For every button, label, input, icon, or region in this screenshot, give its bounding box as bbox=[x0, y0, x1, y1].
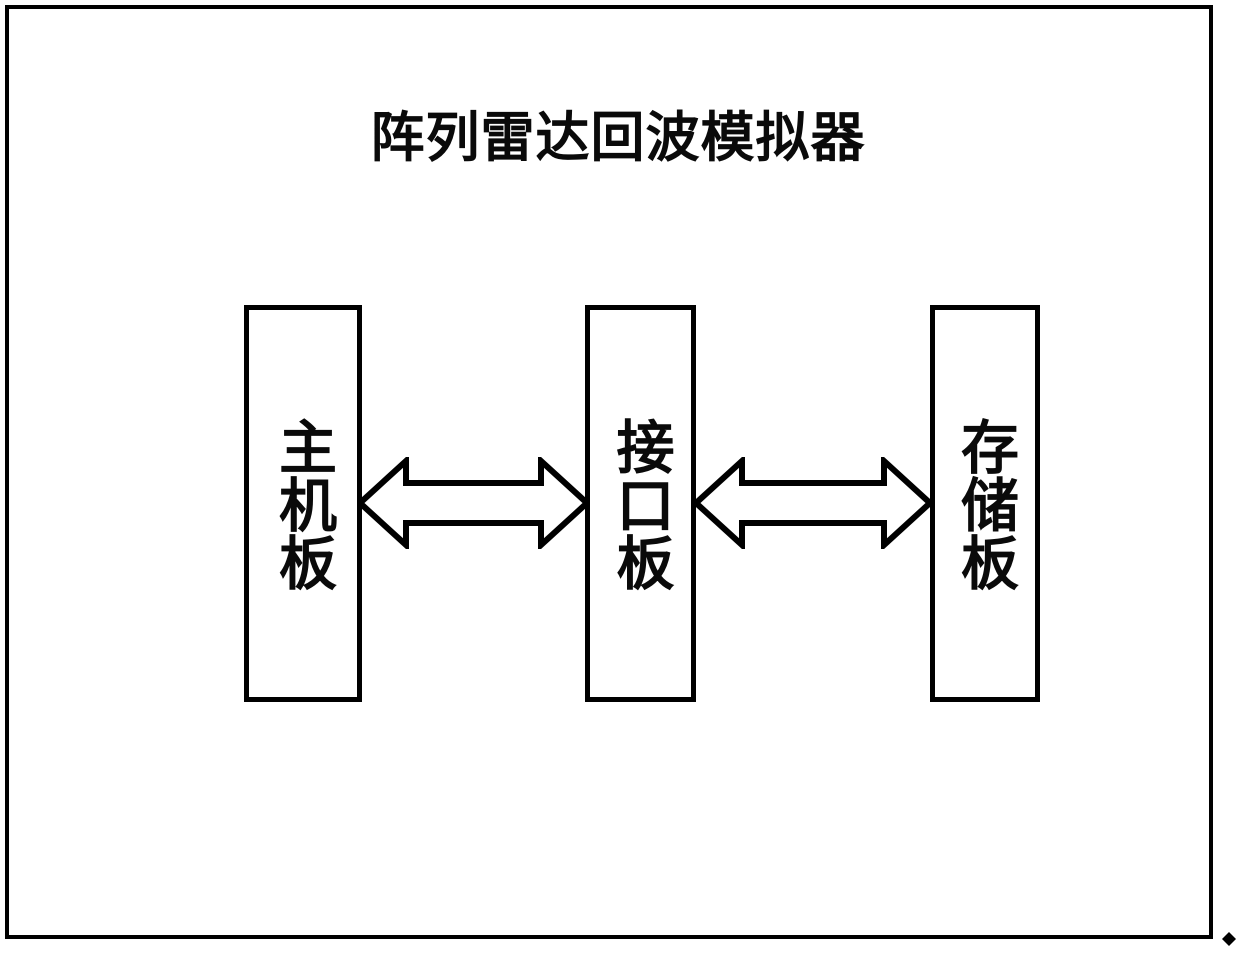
block-storage-board-label: 存储板 bbox=[951, 416, 1019, 591]
block-interface-board[interactable]: 接口板 bbox=[585, 305, 696, 702]
diamond-marker-icon bbox=[1222, 932, 1236, 946]
figure-frame: 阵列雷达回波模拟器 主机板 接口板 存储 bbox=[5, 5, 1213, 939]
connector-host-to-interface bbox=[358, 457, 589, 549]
double-arrow-icon bbox=[358, 457, 589, 549]
block-interface-board-label: 接口板 bbox=[606, 416, 675, 591]
block-host-board-label-wrap: 主机板 bbox=[249, 310, 357, 697]
block-interface-board-label-wrap: 接口板 bbox=[590, 310, 691, 697]
block-storage-board-label-wrap: 存储板 bbox=[935, 310, 1035, 697]
double-arrow-icon bbox=[694, 457, 932, 549]
page-title: 阵列雷达回波模拟器 bbox=[370, 106, 866, 169]
block-storage-board[interactable]: 存储板 bbox=[930, 305, 1040, 702]
block-host-board[interactable]: 主机板 bbox=[244, 305, 362, 702]
connector-interface-to-storage bbox=[694, 457, 932, 549]
block-host-board-label: 主机板 bbox=[269, 416, 337, 591]
